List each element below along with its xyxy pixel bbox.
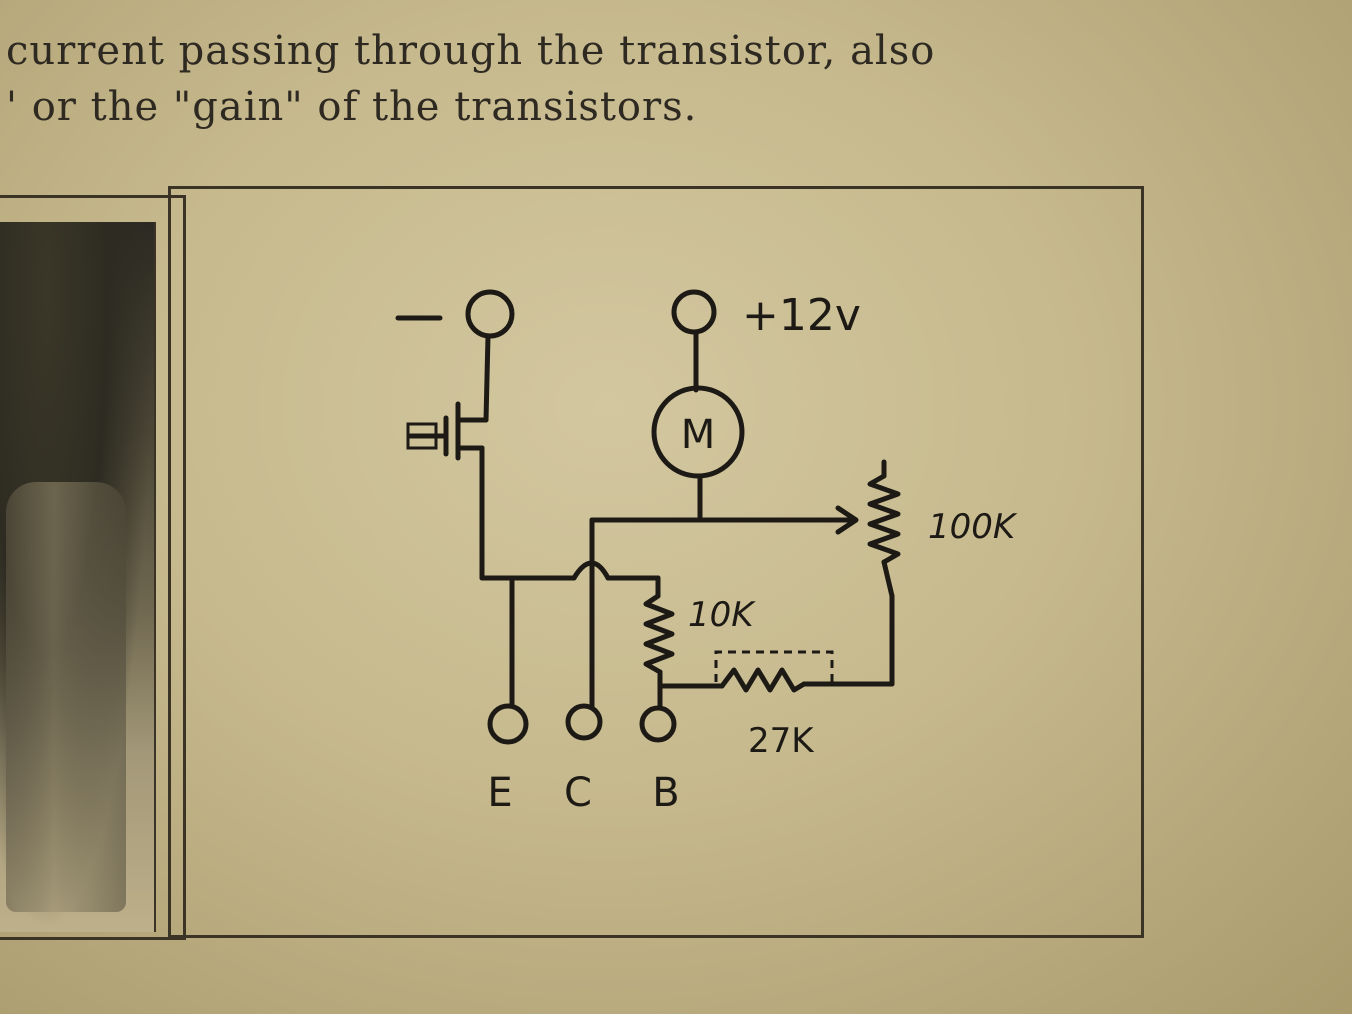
pot-bottom-lead	[881, 559, 895, 599]
photo-component-shape	[6, 482, 126, 912]
negative-terminal	[465, 289, 515, 339]
potentiometer-100k-icon	[867, 473, 901, 565]
terminal-e	[487, 703, 529, 745]
terminal-c	[565, 703, 603, 741]
supply-voltage-label: +12v	[742, 290, 861, 341]
terminal-b	[639, 705, 677, 743]
push-button-switch-icon	[406, 401, 489, 461]
body-text-line-2: ' or the "gain" of the transistors.	[6, 84, 698, 130]
component-photo	[0, 222, 156, 932]
wiper-arrow-icon	[835, 505, 859, 535]
diagram-frame	[168, 186, 1144, 938]
pot-value-label: 100K	[928, 507, 1018, 547]
terminal-e-label: E	[487, 770, 512, 816]
resistor-10k-icon	[643, 593, 675, 675]
positive-terminal	[671, 289, 717, 335]
photo-frame	[0, 195, 186, 940]
terminal-c-label: C	[564, 770, 592, 816]
terminal-b-label: B	[652, 770, 679, 816]
resistor-27k-label: 27K	[748, 721, 815, 761]
motor-label: M	[681, 412, 716, 458]
resistor-10k-label: 10K	[688, 595, 756, 635]
wire-neg-down	[483, 333, 491, 423]
optional-dashed-outline	[714, 650, 834, 682]
resistor-27k-icon	[719, 667, 807, 693]
body-text-line-1: current passing through the transistor, …	[6, 28, 936, 74]
